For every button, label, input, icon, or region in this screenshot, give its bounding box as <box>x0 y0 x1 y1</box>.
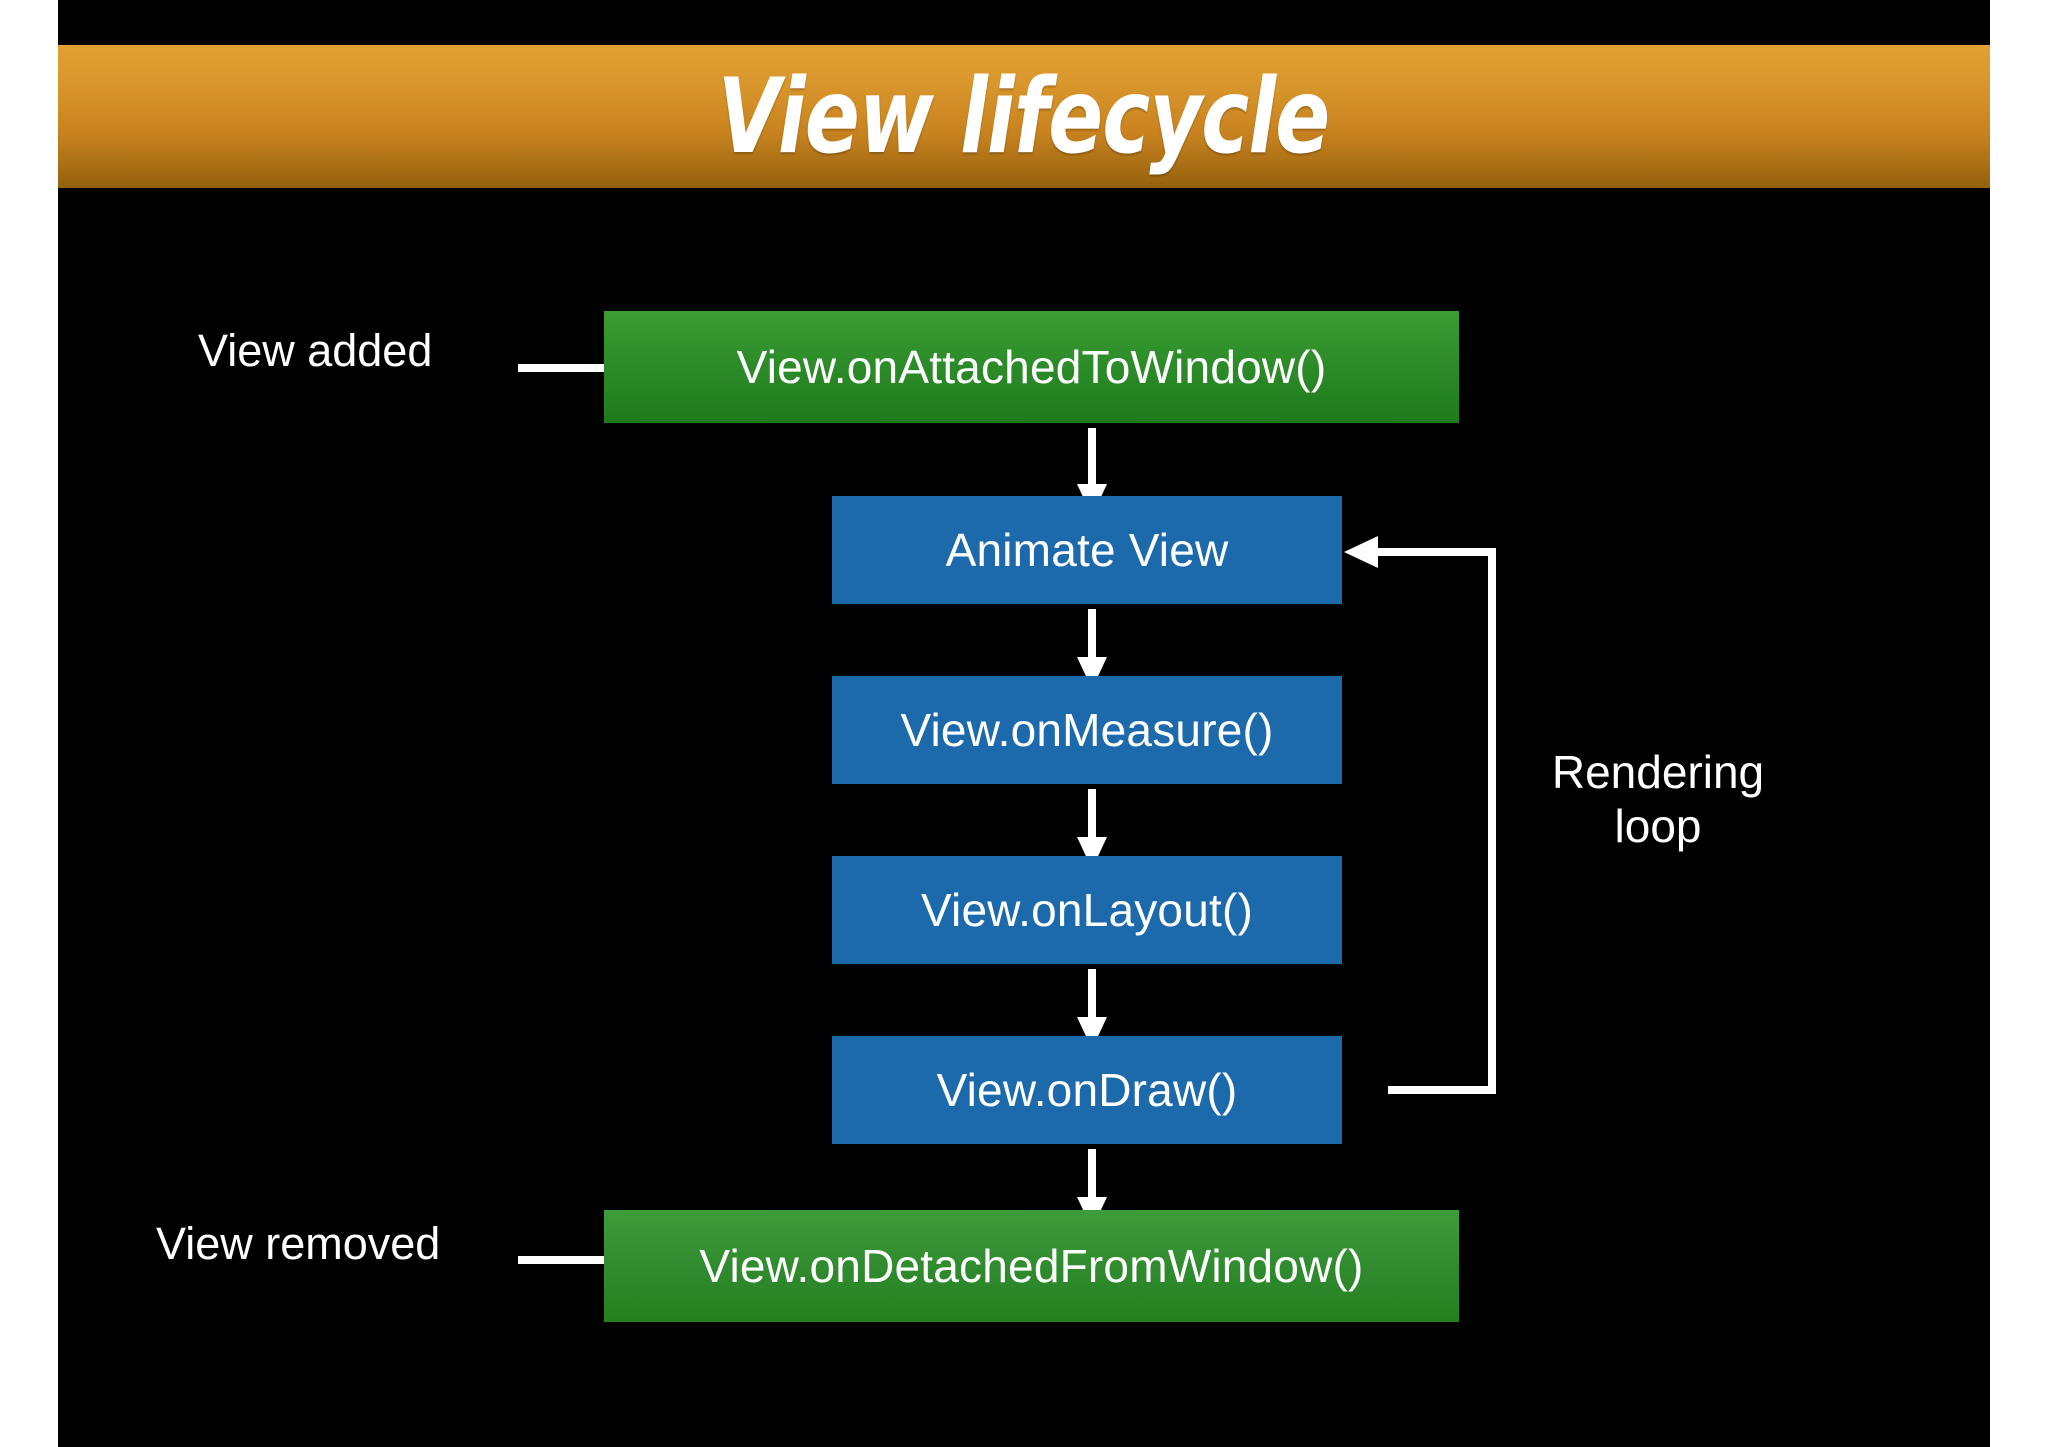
node-animate-view[interactable]: Animate View <box>832 496 1342 604</box>
node-label: Animate View <box>945 524 1229 576</box>
rendering-loop-line-2: loop <box>1614 800 1702 853</box>
arrow-animate-to-measure-icon <box>1077 609 1107 689</box>
slide-canvas: View lifecycle View added View.onAttache… <box>58 0 1990 1447</box>
node-view-on-detached-from-window[interactable]: View.onDetachedFromWindow() <box>604 1210 1459 1322</box>
rendering-loop-line-1: Rendering <box>1551 746 1765 798</box>
node-view-on-layout[interactable]: View.onLayout() <box>832 856 1342 964</box>
exit-label: View removed <box>156 1218 441 1269</box>
node-label: View.onLayout() <box>920 884 1254 936</box>
arrow-measure-to-layout-icon <box>1077 789 1107 869</box>
slide-title-bar: View lifecycle <box>58 45 1990 188</box>
entry-label: View added <box>198 325 433 376</box>
node-view-on-attached-to-window[interactable]: View.onAttachedToWindow() <box>604 311 1459 423</box>
node-label: View.onDetachedFromWindow() <box>699 1240 1364 1292</box>
arrow-layout-to-draw-icon <box>1077 969 1107 1049</box>
node-view-on-measure[interactable]: View.onMeasure() <box>832 676 1342 784</box>
rendering-loop-arrow-icon <box>1344 536 1496 1094</box>
node-label: View.onMeasure() <box>900 704 1274 756</box>
rendering-loop-label: Rendering loop <box>1498 745 1818 854</box>
node-label: View.onAttachedToWindow() <box>736 341 1327 393</box>
page-title: View lifecycle <box>718 56 1330 177</box>
node-label: View.onDraw() <box>936 1064 1238 1116</box>
node-view-on-draw[interactable]: View.onDraw() <box>832 1036 1342 1144</box>
